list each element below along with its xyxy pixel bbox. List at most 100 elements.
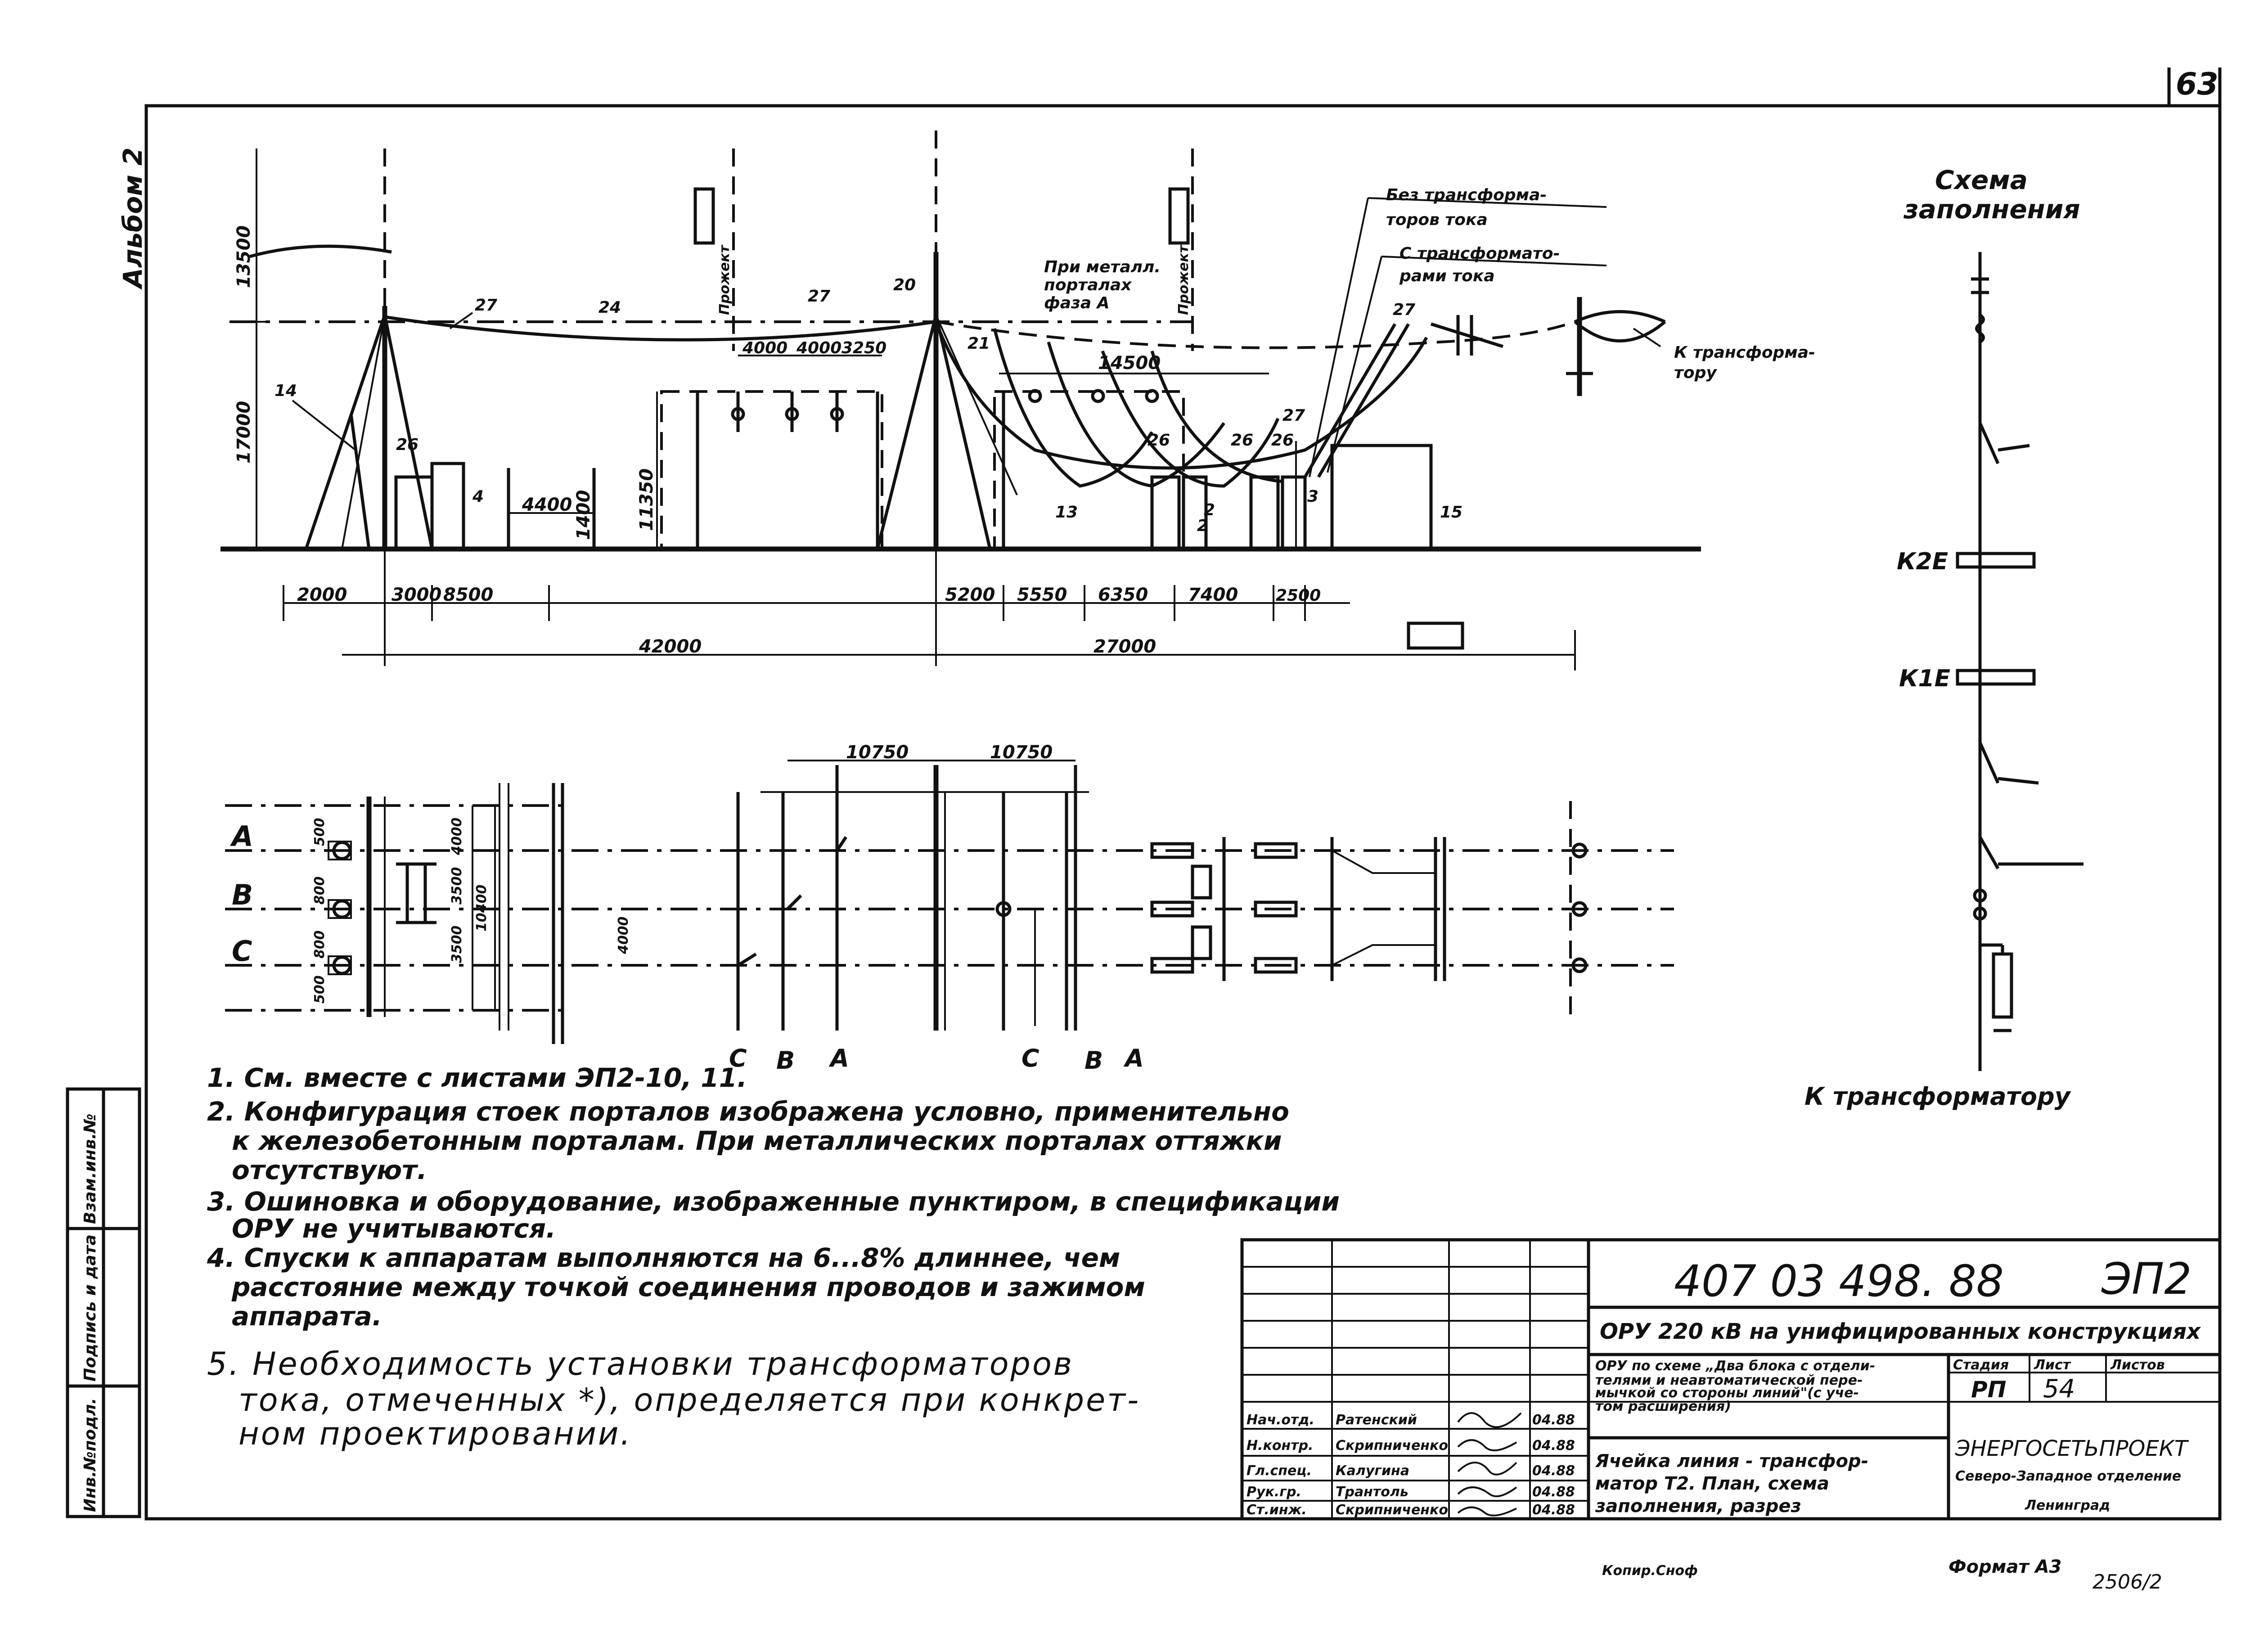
total-42000: 42000 <box>639 636 702 657</box>
footer-format: Формат А3 <box>1948 1557 2061 1577</box>
note5-line-1: 5. Необходимость установки трансформатор… <box>207 1346 1074 1382</box>
note-line-5: 3. Ошиновка и оборудование, изображенные… <box>207 1186 1340 1217</box>
label-metal-1: При металл. <box>1044 258 1161 276</box>
bus-frame <box>660 390 883 550</box>
mast-label-left: Прожект <box>717 244 733 315</box>
title-block: 407 03 498. 88 ЭП2 ОРУ 220 кВ на унифици… <box>1240 1238 2222 1521</box>
scheme-k1e: К1Е <box>1899 665 1950 692</box>
height-11350: 11350 <box>636 468 657 531</box>
pdim-10400: 10400 <box>474 885 490 932</box>
callout-26-a: 26 <box>1148 431 1170 450</box>
date-4: 04.88 <box>1532 1484 1575 1500</box>
callout-13: 13 <box>1055 503 1078 522</box>
desc1-line-2: телями и неавтоматической пере- <box>1595 1373 1863 1388</box>
plan-bottom-a1: А <box>828 1044 849 1072</box>
org-branch: Северо-Западное отделение <box>1955 1468 2181 1484</box>
role-4: Рук.гр. <box>1246 1484 1301 1500</box>
role-3: Гл.спец. <box>1246 1463 1312 1479</box>
side-stamp-sign: Подпись и дата <box>81 1234 99 1382</box>
plan-view: А В С 500 800 800 500 4000 4000 3500 350… <box>225 742 1674 1075</box>
callout-3: 3 <box>1307 487 1318 506</box>
k1e-cable <box>1956 669 2036 686</box>
sheet-frame: 63 Альбом 2 <box>117 67 2222 1521</box>
project-title: ОРУ 220 кВ на унифицированных конструкци… <box>1600 1319 2201 1344</box>
page-number: 63 <box>2176 67 2218 102</box>
to-transformer-top-1: К трансформа- <box>1674 343 1815 362</box>
phase-c: С <box>232 935 252 968</box>
side-stamp-replace: Взам.инв.№ <box>81 1113 99 1224</box>
top-dim-3: 3250 <box>842 339 886 357</box>
stage-header: Стадия <box>1953 1357 2009 1373</box>
phase-b: В <box>232 878 253 911</box>
callout-26-d: 26 <box>396 436 418 454</box>
scheme-title-1: Схема <box>1935 165 2028 195</box>
label-with-ct-2: рами тока <box>1399 267 1495 285</box>
callout-4: 4 <box>472 487 484 506</box>
date-3: 04.88 <box>1532 1463 1575 1479</box>
plan-bottom-b2: В <box>1084 1046 1103 1075</box>
pdim-800-b: 800 <box>312 930 328 959</box>
scheme-k2e: К2Е <box>1897 548 1948 575</box>
note-line-8: расстояние между точкой соединения прово… <box>231 1272 1145 1302</box>
sheet-value: 54 <box>2043 1374 2075 1404</box>
pdim-3500-a: 3500 <box>449 867 465 905</box>
label-metal-2: порталах <box>1044 276 1132 294</box>
role-5: Ст.инж. <box>1246 1502 1307 1518</box>
bdim-2500: 2500 <box>1276 586 1321 605</box>
desc2-line-2: матор Т2. План, схема <box>1595 1473 1829 1494</box>
date-5: 04.88 <box>1532 1502 1575 1518</box>
callout-21: 21 <box>968 334 990 353</box>
top-dim-1: 4000 <box>742 339 788 357</box>
span-14500: 14500 <box>1098 353 1161 374</box>
total-27000: 27000 <box>1094 636 1156 657</box>
side-stamp-inv: Инв.№подл. <box>81 1398 99 1512</box>
signature-3 <box>1457 1462 1517 1476</box>
desc1-line-3: мычкой со стороны линий"(с уче- <box>1595 1385 1859 1401</box>
name-3: Калугина <box>1336 1463 1409 1479</box>
plan-bottom-c2: С <box>1022 1044 1040 1072</box>
label-no-ct-2: торов тока <box>1386 211 1488 229</box>
signature-4 <box>1457 1486 1517 1497</box>
callout-24: 24 <box>598 298 621 317</box>
bdim-5200: 5200 <box>945 585 995 605</box>
callout-15: 15 <box>1440 503 1462 522</box>
bdim-2000: 2000 <box>297 585 347 605</box>
note-line-9: аппарата. <box>232 1301 382 1332</box>
org-name: ЭНЕРГОСЕТЬПРОЕКТ <box>1955 1436 2189 1461</box>
callout-26-c: 26 <box>1271 431 1294 450</box>
callout-2-b: 2 <box>1197 517 1208 535</box>
signature-2 <box>1457 1439 1517 1451</box>
height-17000: 17000 <box>234 401 254 464</box>
note5-line-3: ном проектировании. <box>238 1415 632 1452</box>
note-line-7: 4. Спуски к аппаратам выполняются на 6..… <box>207 1242 1120 1273</box>
conductor-dashed <box>936 320 1575 349</box>
label-with-ct-1: С трансформато- <box>1400 244 1560 263</box>
signature-5 <box>1457 1506 1517 1517</box>
lightning-wire-arc <box>249 244 392 258</box>
to-transformer-top-2: тору <box>1674 364 1717 382</box>
note5-line-2: тока, отмеченных *), определяется при ко… <box>238 1382 1140 1418</box>
callout-14: 14 <box>274 382 297 400</box>
filling-scheme: Схема заполнения К2Е К1Е К трансформатор… <box>1804 165 2084 1111</box>
bdim-5550: 5550 <box>1017 585 1067 605</box>
date-2: 04.88 <box>1532 1438 1575 1454</box>
pdim-3500-b: 3500 <box>449 926 465 963</box>
surge-arrester <box>1992 952 2013 1019</box>
name-4: Трантоль <box>1336 1484 1408 1500</box>
label-no-ct-1: Без трансформа- <box>1386 186 1547 204</box>
label-metal-3: фаза А <box>1044 294 1110 312</box>
album-label: Альбом 2 <box>117 148 148 290</box>
org-city: Ленинград <box>2025 1498 2110 1513</box>
conductor-drop <box>934 321 1428 470</box>
phase-a: А <box>230 820 253 853</box>
footer-number: 2506/2 <box>2092 1571 2162 1593</box>
pdim-4000-b: 4000 <box>616 917 631 955</box>
callout-27-d: 27 <box>1282 406 1305 425</box>
pdim-500-a: 500 <box>312 818 328 846</box>
bdim-3000: 3000 <box>392 585 441 605</box>
name-5: Скрипниченко <box>1336 1502 1448 1518</box>
callout-27-b: 27 <box>808 287 830 306</box>
k2e-cable <box>1956 552 2036 569</box>
